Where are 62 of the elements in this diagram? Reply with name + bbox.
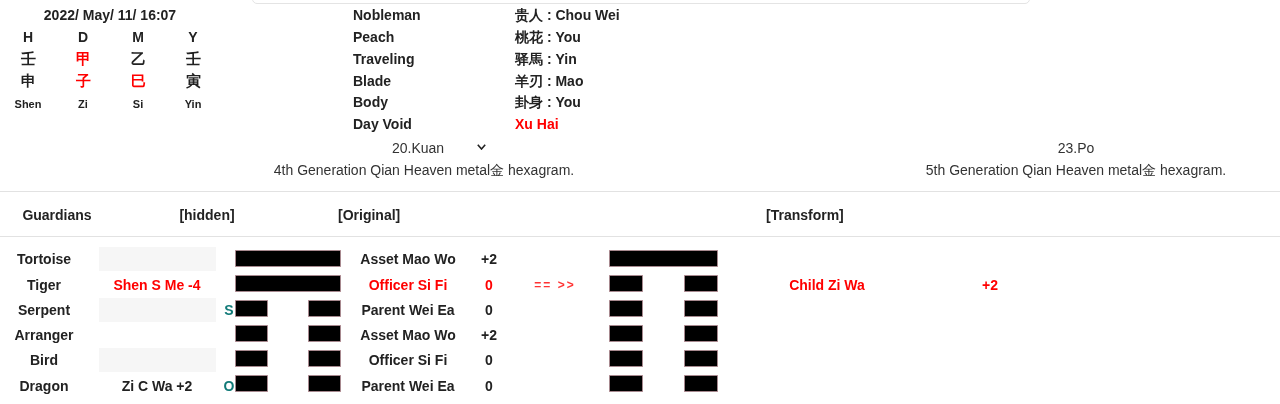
branch-name: Shen bbox=[14, 97, 42, 112]
line-relation: Parent Wei Ea bbox=[361, 377, 455, 395]
stem-character: 乙 bbox=[130, 50, 146, 68]
line-score: +2 bbox=[982, 276, 998, 294]
line-score: 0 bbox=[485, 301, 493, 319]
hidden-line: Zi C Wa +2 bbox=[121, 377, 193, 395]
pillar-letter: H bbox=[22, 28, 34, 46]
branch-name: Yin bbox=[184, 97, 202, 112]
row-label: Dragon bbox=[19, 377, 69, 395]
description: 4th Generation Qian Heaven metal金 hexagram. bbox=[273, 161, 575, 179]
branch-name: Si bbox=[132, 97, 144, 112]
hexagram-name: 20.Kuan bbox=[392, 139, 445, 157]
marker-letter: O bbox=[223, 377, 235, 395]
field-label: Body bbox=[353, 93, 388, 111]
line-relation: Asset Mao Wo bbox=[360, 326, 456, 344]
field-value: Xu Hai bbox=[515, 115, 559, 133]
stem-character: 壬 bbox=[185, 50, 201, 68]
field-label: Blade bbox=[353, 72, 392, 90]
line-relation: Officer Si Fi bbox=[368, 351, 448, 369]
line-relation: Asset Mao Wo bbox=[360, 250, 456, 268]
branch-character: 寅 bbox=[185, 72, 201, 90]
description: 5th Generation Qian Heaven metal金 hexagram. bbox=[925, 161, 1227, 179]
marker-letter: S bbox=[224, 301, 234, 319]
line-relation: Officer Si Fi bbox=[368, 276, 448, 294]
line-score: +2 bbox=[481, 326, 497, 344]
date: 2022/ May/ 11/ 16:07 bbox=[43, 6, 177, 24]
stem-character: 甲 bbox=[75, 50, 91, 68]
hidden-line: Shen S Me -4 bbox=[113, 276, 201, 294]
field-label: Nobleman bbox=[353, 6, 421, 24]
field-value: 贵人 : Chou Wei bbox=[515, 6, 620, 24]
column-header: [Original] bbox=[338, 206, 401, 224]
pillar-letter: D bbox=[77, 28, 89, 46]
pillar-letter: M bbox=[132, 28, 144, 46]
field-value: 羊刃 : Mao bbox=[515, 72, 584, 90]
branch-character: 巳 bbox=[130, 72, 146, 90]
line-score: 0 bbox=[485, 377, 493, 395]
column-header: [hidden] bbox=[179, 206, 235, 224]
branch-name: Zi bbox=[78, 97, 88, 112]
line-score: 0 bbox=[485, 276, 493, 294]
stem-character: 壬 bbox=[20, 50, 36, 68]
branch-character: 申 bbox=[20, 72, 36, 90]
field-value: 桃花 : You bbox=[515, 28, 581, 46]
pillar-letter: Y bbox=[188, 28, 198, 46]
row-label: Tortoise bbox=[16, 250, 72, 268]
field-label: Traveling bbox=[353, 50, 415, 68]
row-label: Tiger bbox=[27, 276, 61, 294]
row-label: Bird bbox=[30, 351, 58, 369]
field-label: Peach bbox=[353, 28, 395, 46]
line-relation: Parent Wei Ea bbox=[361, 301, 455, 319]
line-relation: Child Zi Wa bbox=[789, 276, 865, 294]
field-value: 驿馬 : Yin bbox=[515, 50, 577, 68]
row-label: Serpent bbox=[17, 301, 71, 319]
row-label: Arranger bbox=[14, 326, 74, 344]
line-score: 0 bbox=[485, 351, 493, 369]
hexagram-name: 23.Po bbox=[1057, 139, 1095, 157]
column-header: [Transform] bbox=[766, 206, 844, 224]
field-label: Day Void bbox=[353, 115, 412, 133]
column-header: Guardians bbox=[22, 206, 92, 224]
line-score: +2 bbox=[481, 250, 497, 268]
branch-character: 子 bbox=[75, 72, 91, 90]
arrow-text: == >> bbox=[534, 277, 576, 294]
field-value: 卦身 : You bbox=[515, 93, 581, 111]
